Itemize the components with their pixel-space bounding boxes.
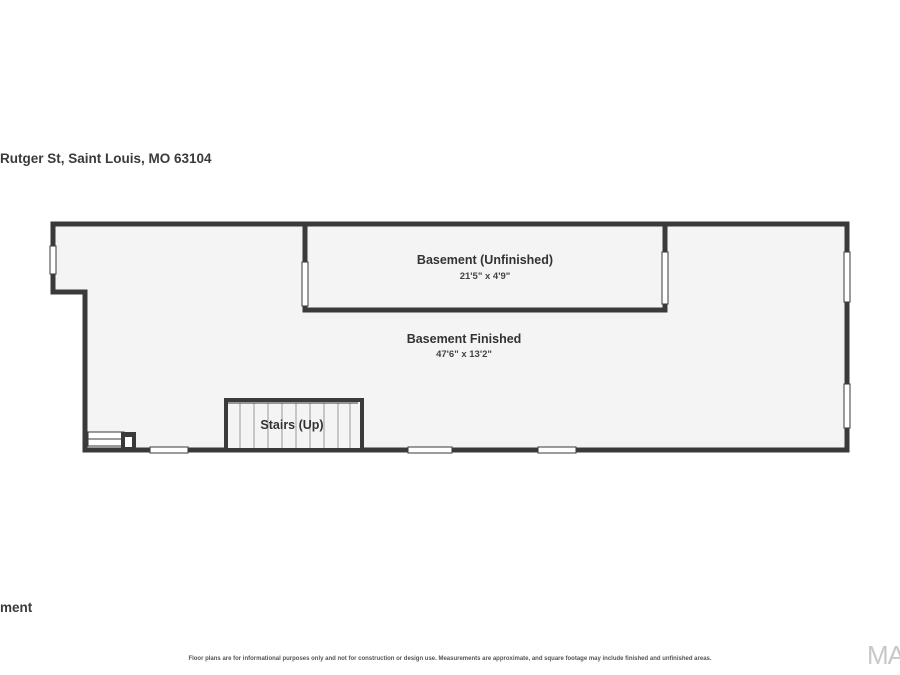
utility-fixture — [87, 431, 136, 450]
window-right-lower — [843, 383, 851, 429]
room-dimensions-finished: 47'6" x 13'2" — [436, 349, 492, 360]
window-left — [49, 245, 57, 275]
outer-walls — [50, 221, 850, 453]
window-bottom-1 — [149, 446, 189, 454]
room-dimensions-unfinished: 21'5" x 4'9" — [460, 271, 511, 282]
window-unfinished-right — [661, 251, 669, 305]
room-name-unfinished: Basement (Unfinished) — [417, 253, 553, 267]
room-name-finished: Basement Finished — [407, 332, 522, 346]
windows — [49, 245, 851, 454]
disclaimer-text: Floor plans are for informational purpos… — [188, 656, 712, 662]
stairs — [224, 398, 364, 448]
window-unfinished-left — [301, 261, 309, 307]
room-name-stairs: Stairs (Up) — [260, 418, 323, 432]
window-bottom-3 — [537, 446, 577, 454]
brand-logo-text: MA — [867, 640, 900, 670]
window-bottom-2 — [407, 446, 453, 454]
window-right-upper — [843, 251, 851, 303]
property-address: Rutger St, Saint Louis, MO 63104 — [0, 151, 212, 166]
unfinished-room-area — [305, 226, 665, 310]
floor-label: ment — [0, 600, 33, 615]
